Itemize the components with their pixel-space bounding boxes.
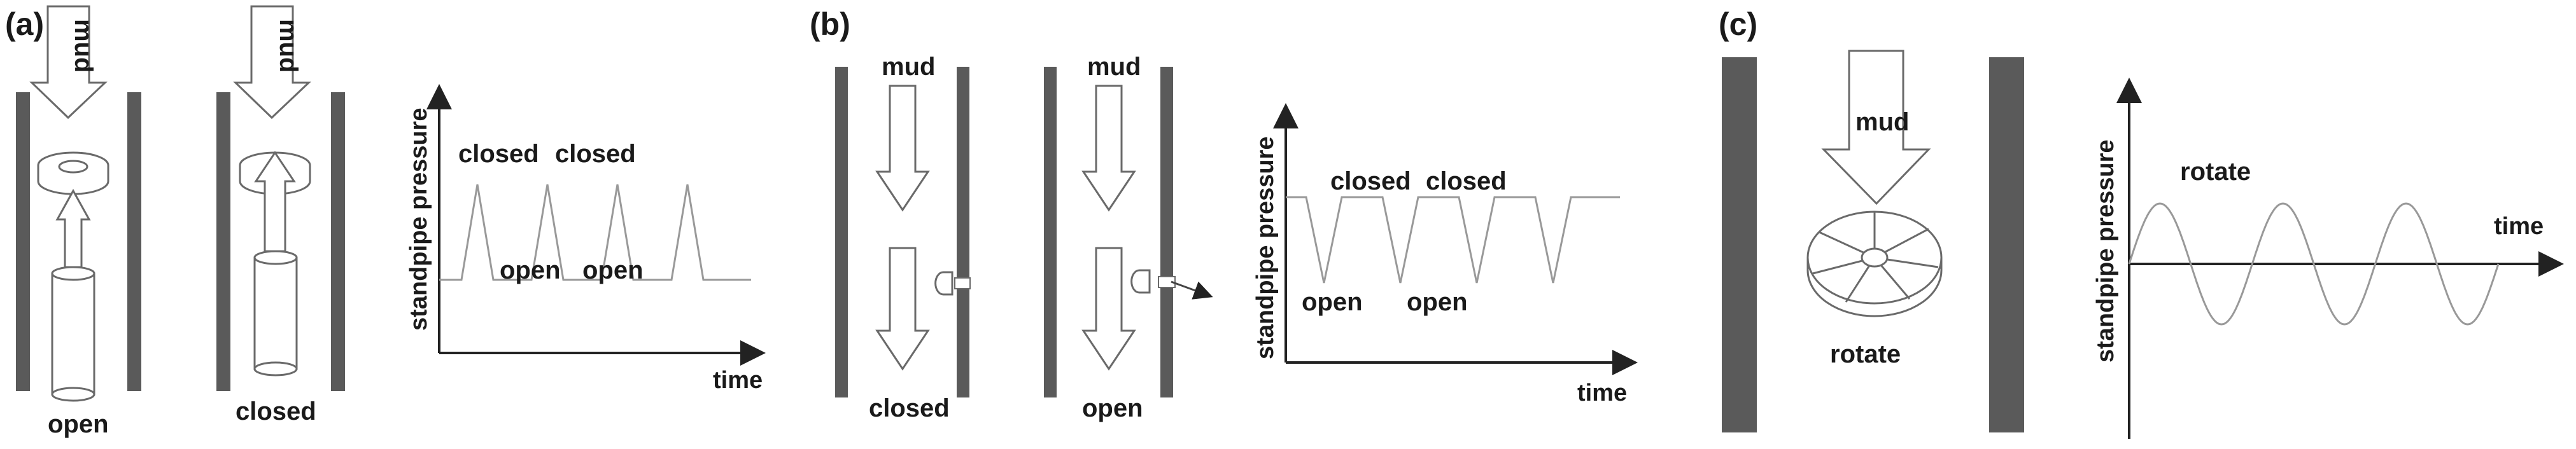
- drill-pipe-wall-left: [835, 67, 848, 397]
- drill-pipe-wall-right: [127, 92, 141, 391]
- caption-closed: closed: [869, 394, 950, 422]
- wave-label: rotate: [2180, 158, 2251, 186]
- x-axis-label: time: [1577, 380, 1627, 406]
- caption-rotate: rotate: [1830, 340, 1901, 368]
- mud-flow-arrow: [875, 85, 930, 212]
- y-axis-label: standpipe pressure: [1252, 136, 1279, 359]
- mud-label: mud: [274, 19, 302, 73]
- y-axis-label: standpipe pressure: [405, 107, 432, 331]
- mud-label: mud: [69, 19, 97, 73]
- poppet-valve: [55, 188, 91, 268]
- drill-pipe-wall-left: [16, 92, 30, 391]
- side-port: [1158, 276, 1176, 288]
- panel-a-pressure-chart: standpipe pressure time closed closed op…: [405, 84, 766, 394]
- panel-c-label: (c): [1719, 6, 1757, 42]
- panel-b-tool-open: mud open: [1044, 53, 1213, 422]
- x-axis-label: time: [713, 367, 763, 394]
- mud-flow-arrow: [233, 5, 311, 120]
- mud-flow-arrow: [29, 5, 108, 120]
- panel-c-rotary-valve: mud rotate: [1722, 50, 2024, 432]
- peak-label: closed: [458, 140, 539, 168]
- drill-pipe-wall-left: [216, 92, 230, 391]
- drill-pipe-wall-right: [1160, 67, 1173, 397]
- mud-flow-arrow: [875, 247, 930, 371]
- drill-pipe-wall-left: [1044, 67, 1057, 397]
- top-label: closed: [1330, 167, 1411, 195]
- mud-flow-arrow: [1081, 85, 1136, 212]
- panel-b-label: (b): [810, 6, 850, 42]
- bypass-valve-closed: [934, 271, 954, 296]
- panel-c: (c) mud rotate: [1719, 6, 2564, 439]
- drill-pipe-wall-right: [331, 92, 345, 391]
- panel-a: (a) mud open mud: [5, 5, 766, 438]
- side-port: [954, 277, 971, 289]
- trough-label: open: [1407, 288, 1468, 316]
- mud-label: mud: [882, 53, 935, 81]
- pressure-signal: [1286, 196, 1620, 284]
- rotor-hub: [1861, 247, 1889, 268]
- bypass-valve-open: [1130, 269, 1151, 294]
- caption-closed: closed: [236, 397, 316, 425]
- bypass-flow-arrow: [1171, 280, 1213, 300]
- panel-b: (b) mud closed mud open: [810, 6, 1638, 422]
- mud-label: mud: [1855, 108, 1909, 136]
- top-label: closed: [1426, 167, 1507, 195]
- panel-a-tool-closed: mud closed: [216, 5, 345, 425]
- drill-pipe-wall-right: [957, 67, 969, 397]
- caption-open: open: [1082, 394, 1143, 422]
- trough-label: open: [500, 256, 561, 284]
- mud-flow-arrow: [1081, 247, 1136, 371]
- pressure-signal: [439, 184, 751, 281]
- drill-pipe-wall-right: [1989, 57, 2024, 432]
- plunger-cylinder: [253, 256, 298, 370]
- y-axis-label: standpipe pressure: [2092, 139, 2119, 363]
- pressure-signal: [2128, 202, 2500, 326]
- trough-label: open: [582, 256, 644, 284]
- panel-b-tool-closed: mud closed: [835, 53, 971, 422]
- drill-pipe-wall-left: [1722, 57, 1757, 432]
- mud-label: mud: [1087, 53, 1141, 81]
- panel-a-label: (a): [5, 6, 44, 42]
- mud-flow-arrow: [1821, 50, 1931, 205]
- plunger-cylinder: [51, 272, 95, 396]
- panel-c-pressure-chart: standpipe pressure time rotate: [2092, 78, 2564, 439]
- x-axis-label: time: [2494, 213, 2544, 240]
- caption-open: open: [48, 410, 109, 438]
- trough-label: open: [1302, 288, 1363, 316]
- panel-a-tool-open: mud open: [16, 5, 141, 438]
- panel-b-pressure-chart: standpipe pressure time closed closed op…: [1252, 103, 1638, 406]
- peak-label: closed: [555, 140, 636, 168]
